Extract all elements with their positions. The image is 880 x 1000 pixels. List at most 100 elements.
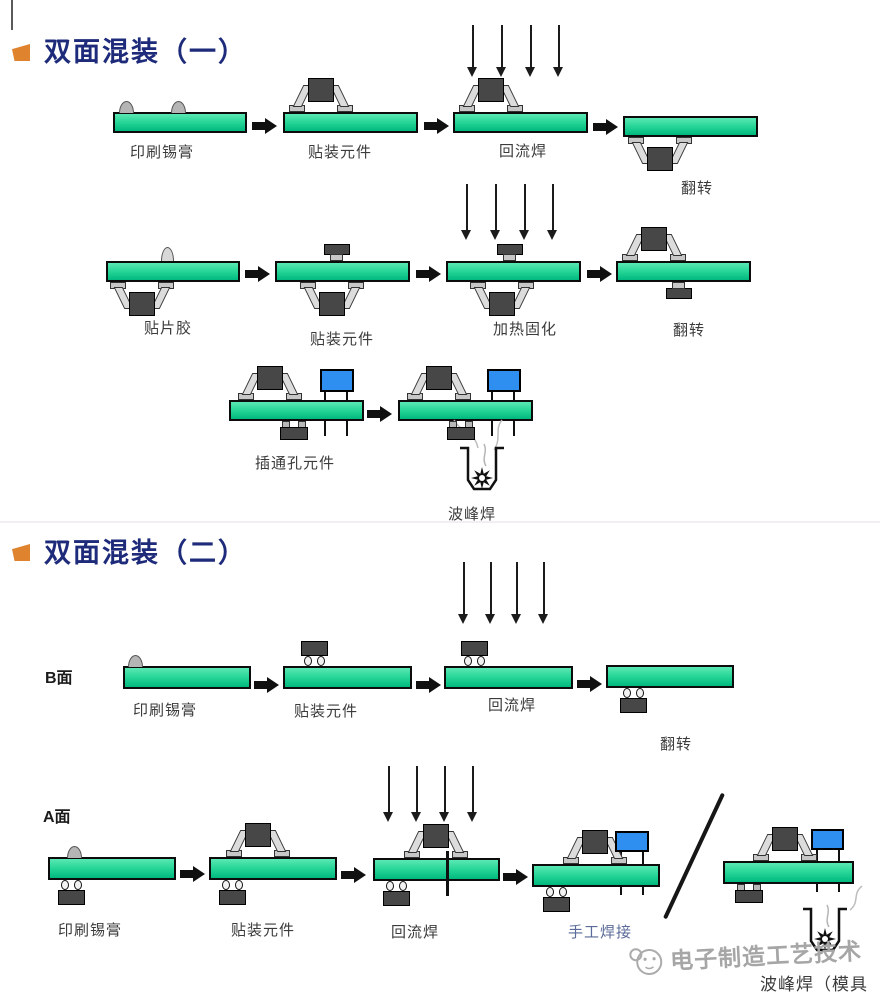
heat-arrow-icon xyxy=(467,766,477,822)
flow-arrow-icon xyxy=(252,118,277,134)
pcb-board xyxy=(444,666,573,689)
smd-component xyxy=(753,827,817,861)
step-label: 插通孔元件 xyxy=(254,456,335,472)
chip-component xyxy=(383,881,410,906)
wave-solder-pot-icon xyxy=(803,904,847,952)
step-label: 加热固化 xyxy=(492,322,557,338)
heat-arrow-icon xyxy=(439,766,449,822)
smd-component xyxy=(407,366,471,400)
step-label: 贴装元件 xyxy=(293,704,358,720)
corner-tick xyxy=(11,0,13,30)
through-hole-component xyxy=(811,829,844,850)
pcb-board xyxy=(398,400,533,421)
smd-component xyxy=(628,137,692,171)
slide-separator xyxy=(0,521,880,523)
pcb-board xyxy=(373,858,500,881)
step-label: 波峰焊（模具 xyxy=(760,975,868,994)
smd-component xyxy=(110,282,174,316)
step-label: 回流焊 xyxy=(487,698,536,714)
alternative-separator-slash xyxy=(663,792,725,920)
heat-arrow-icon xyxy=(511,562,521,624)
step-label: 贴装元件 xyxy=(307,145,372,161)
flow-arrow-icon xyxy=(587,266,612,282)
solder-paste-bump xyxy=(67,846,82,858)
watermark-logo-icon xyxy=(629,947,663,975)
pcb-board xyxy=(623,116,758,137)
pcb-board xyxy=(275,261,410,282)
chip-component xyxy=(280,421,308,440)
pcb-board xyxy=(606,665,734,688)
heat-arrow-icon xyxy=(458,562,468,624)
solder-paste-bump xyxy=(119,101,134,113)
smd-component xyxy=(459,78,523,112)
heat-arrow-icon xyxy=(467,25,477,77)
chip-component xyxy=(543,887,570,912)
flow-arrow-icon xyxy=(341,867,366,883)
wave-solder-pot-icon xyxy=(460,443,504,491)
step-label: 贴装元件 xyxy=(309,332,374,348)
step-label: 波峰焊 xyxy=(447,507,496,523)
panel-divider-line xyxy=(446,851,449,896)
section-bullet-icon xyxy=(12,544,30,561)
heat-arrow-icon xyxy=(485,562,495,624)
smd-component xyxy=(300,282,364,316)
flow-arrow-icon xyxy=(424,118,449,134)
pcb-board xyxy=(123,666,251,689)
pcb-board xyxy=(446,261,581,282)
heat-arrow-icon xyxy=(538,562,548,624)
step-label: 手工焊接 xyxy=(567,925,632,941)
chip-component xyxy=(301,641,328,666)
solder-paste-bump xyxy=(128,655,143,667)
flow-arrow-icon xyxy=(367,406,392,422)
adhesive-dot xyxy=(161,247,174,261)
heat-arrow-icon xyxy=(553,25,563,77)
step-label: 回流焊 xyxy=(498,144,547,160)
chip-component xyxy=(666,282,692,299)
step-label: 印刷锡膏 xyxy=(129,145,194,161)
smd-component xyxy=(238,366,302,400)
step-label: 印刷锡膏 xyxy=(57,923,122,939)
flow-arrow-icon xyxy=(416,677,441,693)
flow-arrow-icon xyxy=(593,119,618,135)
pcb-board xyxy=(616,261,751,282)
smd-component xyxy=(563,830,627,864)
section-bullet-icon xyxy=(12,44,30,61)
heat-arrow-icon xyxy=(411,766,421,822)
smd-component xyxy=(289,78,353,112)
pcb-board xyxy=(209,857,337,880)
heat-arrow-icon xyxy=(490,184,500,240)
flow-arrow-icon xyxy=(577,676,602,692)
heat-arrow-icon xyxy=(496,25,506,77)
watermark: 电子制造工艺技术 xyxy=(627,932,863,978)
step-label: 翻转 xyxy=(659,737,692,753)
step-label: 翻转 xyxy=(680,181,713,197)
heat-arrow-icon xyxy=(519,184,529,240)
chip-component xyxy=(620,688,647,713)
step-label: 印刷锡膏 xyxy=(132,703,197,719)
chip-component xyxy=(497,244,523,261)
step-label: 贴装元件 xyxy=(230,923,295,939)
smd-component xyxy=(226,823,290,857)
section2-title: 双面混装（二） xyxy=(44,538,247,568)
pcb-board xyxy=(283,112,418,133)
side-b-label: B面 xyxy=(45,670,73,687)
heat-arrow-icon xyxy=(525,25,535,77)
chip-component xyxy=(735,884,763,903)
solder-paste-bump xyxy=(171,101,186,113)
through-hole-component xyxy=(487,369,521,392)
chip-component xyxy=(461,641,488,666)
flow-arrow-icon xyxy=(416,266,441,282)
pcb-board xyxy=(113,112,247,133)
step-label: 贴片胶 xyxy=(143,321,192,337)
side-a-label: A面 xyxy=(43,809,71,826)
chip-component xyxy=(324,244,350,261)
pcb-board xyxy=(723,861,854,884)
pcb-board xyxy=(283,666,412,689)
pcb-board xyxy=(453,112,588,133)
through-hole-component xyxy=(320,369,354,392)
flow-arrow-icon xyxy=(180,866,205,882)
step-label: 翻转 xyxy=(672,323,705,339)
pcb-board xyxy=(106,261,240,282)
solder-wave-strands xyxy=(849,885,863,911)
